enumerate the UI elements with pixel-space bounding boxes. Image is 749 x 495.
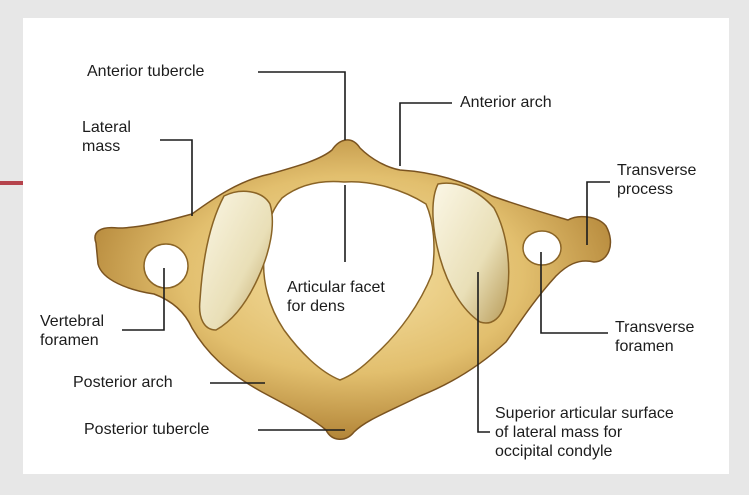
- leader-lateral-mass: [160, 140, 192, 216]
- label-anterior-tubercle: Anterior tubercle: [87, 62, 204, 81]
- leader-anterior-arch: [400, 103, 452, 166]
- label-lateral-mass: Lateral mass: [82, 118, 131, 156]
- label-articular-facet-for-dens: Articular facet for dens: [287, 278, 385, 316]
- label-posterior-tubercle: Posterior tubercle: [84, 420, 209, 439]
- leader-anterior-tubercle: [258, 72, 345, 140]
- label-posterior-arch: Posterior arch: [73, 373, 173, 392]
- label-anterior-arch: Anterior arch: [460, 93, 552, 112]
- label-vertebral-foramen: Vertebral foramen: [40, 312, 104, 350]
- label-superior-articular-surface: Superior articular surface of lateral ma…: [495, 404, 674, 461]
- left-transverse-foramen: [144, 244, 188, 288]
- label-transverse-process: Transverse process: [617, 161, 696, 199]
- label-transverse-foramen: Transverse foramen: [615, 318, 694, 356]
- right-transverse-foramen: [523, 231, 561, 265]
